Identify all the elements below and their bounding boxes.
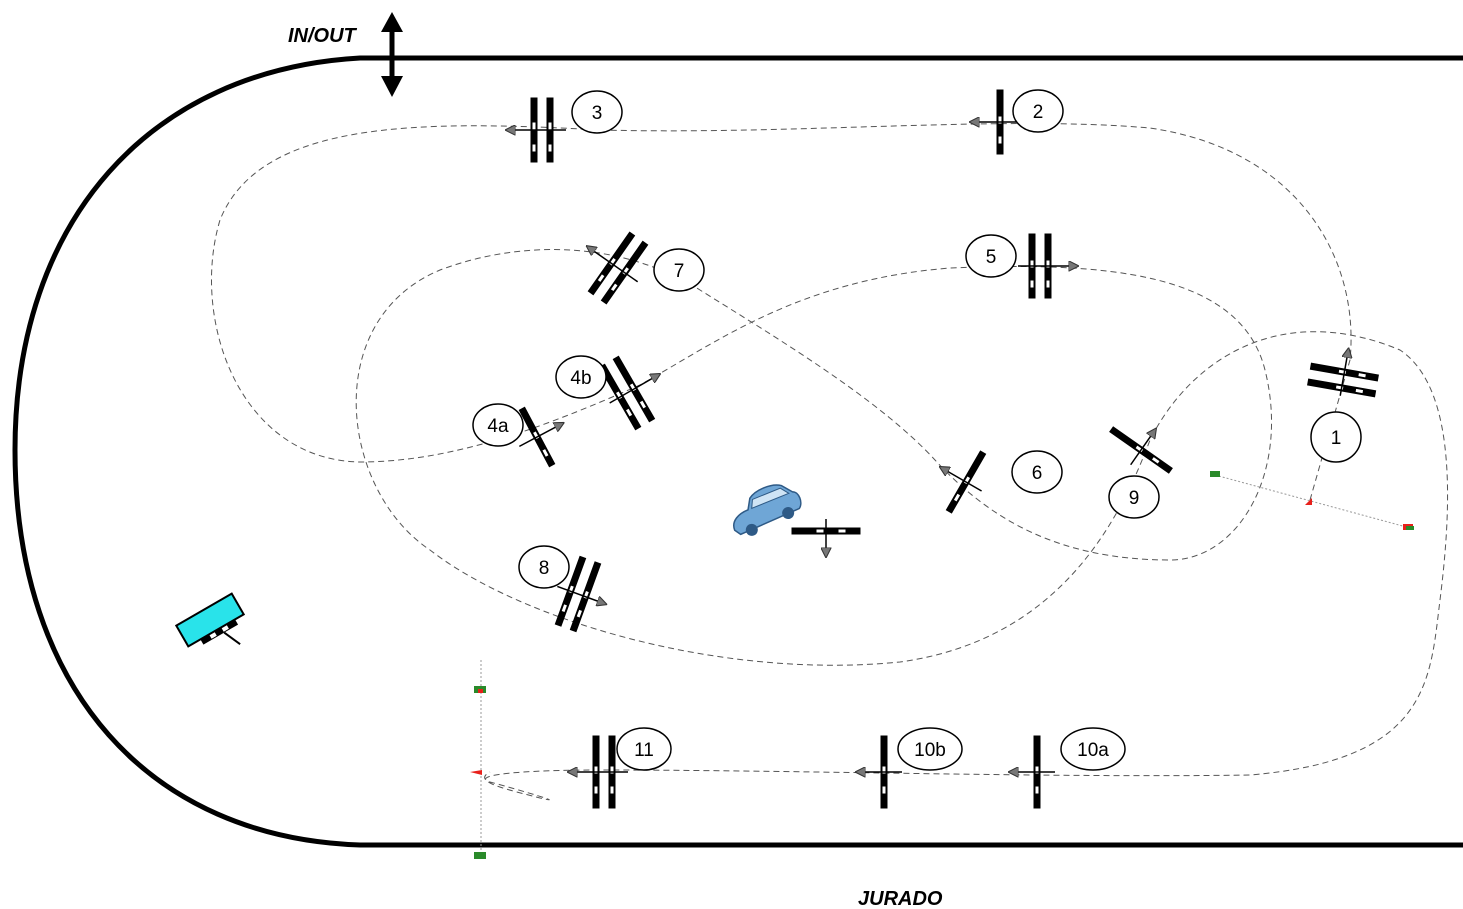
label-11: 11 xyxy=(634,740,654,761)
badge-6 xyxy=(1011,450,1063,494)
badge-1 xyxy=(1310,411,1362,463)
badge-8 xyxy=(518,545,570,589)
label-6: 6 xyxy=(1032,463,1043,484)
badge-3 xyxy=(571,90,623,134)
label-3: 3 xyxy=(592,103,603,124)
label-9: 9 xyxy=(1129,488,1140,509)
label-7: 7 xyxy=(674,261,685,282)
obstacle-numbers: 3 2 5 7 4b 4a 6 9 1 8 11 10b 10a xyxy=(487,102,1341,761)
obstacle-labels xyxy=(472,89,1362,771)
badge-11 xyxy=(616,727,672,771)
label-10b: 10b xyxy=(914,740,946,761)
badge-7 xyxy=(653,248,705,292)
label-4a: 4a xyxy=(487,416,509,437)
course-path xyxy=(211,123,1449,801)
entrance-label: IN/OUT xyxy=(288,25,358,47)
badge-2 xyxy=(1012,89,1064,133)
entrance-arrow-icon xyxy=(381,12,403,97)
label-4b: 4b xyxy=(570,368,591,389)
label-2: 2 xyxy=(1033,102,1044,123)
trailer-icon xyxy=(174,592,246,648)
badge-10b xyxy=(897,727,963,771)
arena-boundary xyxy=(12,55,1463,848)
label-8: 8 xyxy=(539,558,550,579)
label-10a: 10a xyxy=(1077,740,1109,761)
badge-9 xyxy=(1108,475,1160,519)
car-icon xyxy=(733,484,802,536)
badge-5 xyxy=(965,234,1017,278)
badge-10a xyxy=(1060,727,1126,771)
badge-4a xyxy=(472,403,524,447)
judges-label: JURADO xyxy=(858,888,943,909)
label-1: 1 xyxy=(1331,428,1342,449)
label-5: 5 xyxy=(986,247,997,268)
flags xyxy=(470,471,1414,859)
obstacle-fences xyxy=(504,89,1379,809)
start-line xyxy=(480,474,1411,855)
badge-4b xyxy=(555,355,607,399)
